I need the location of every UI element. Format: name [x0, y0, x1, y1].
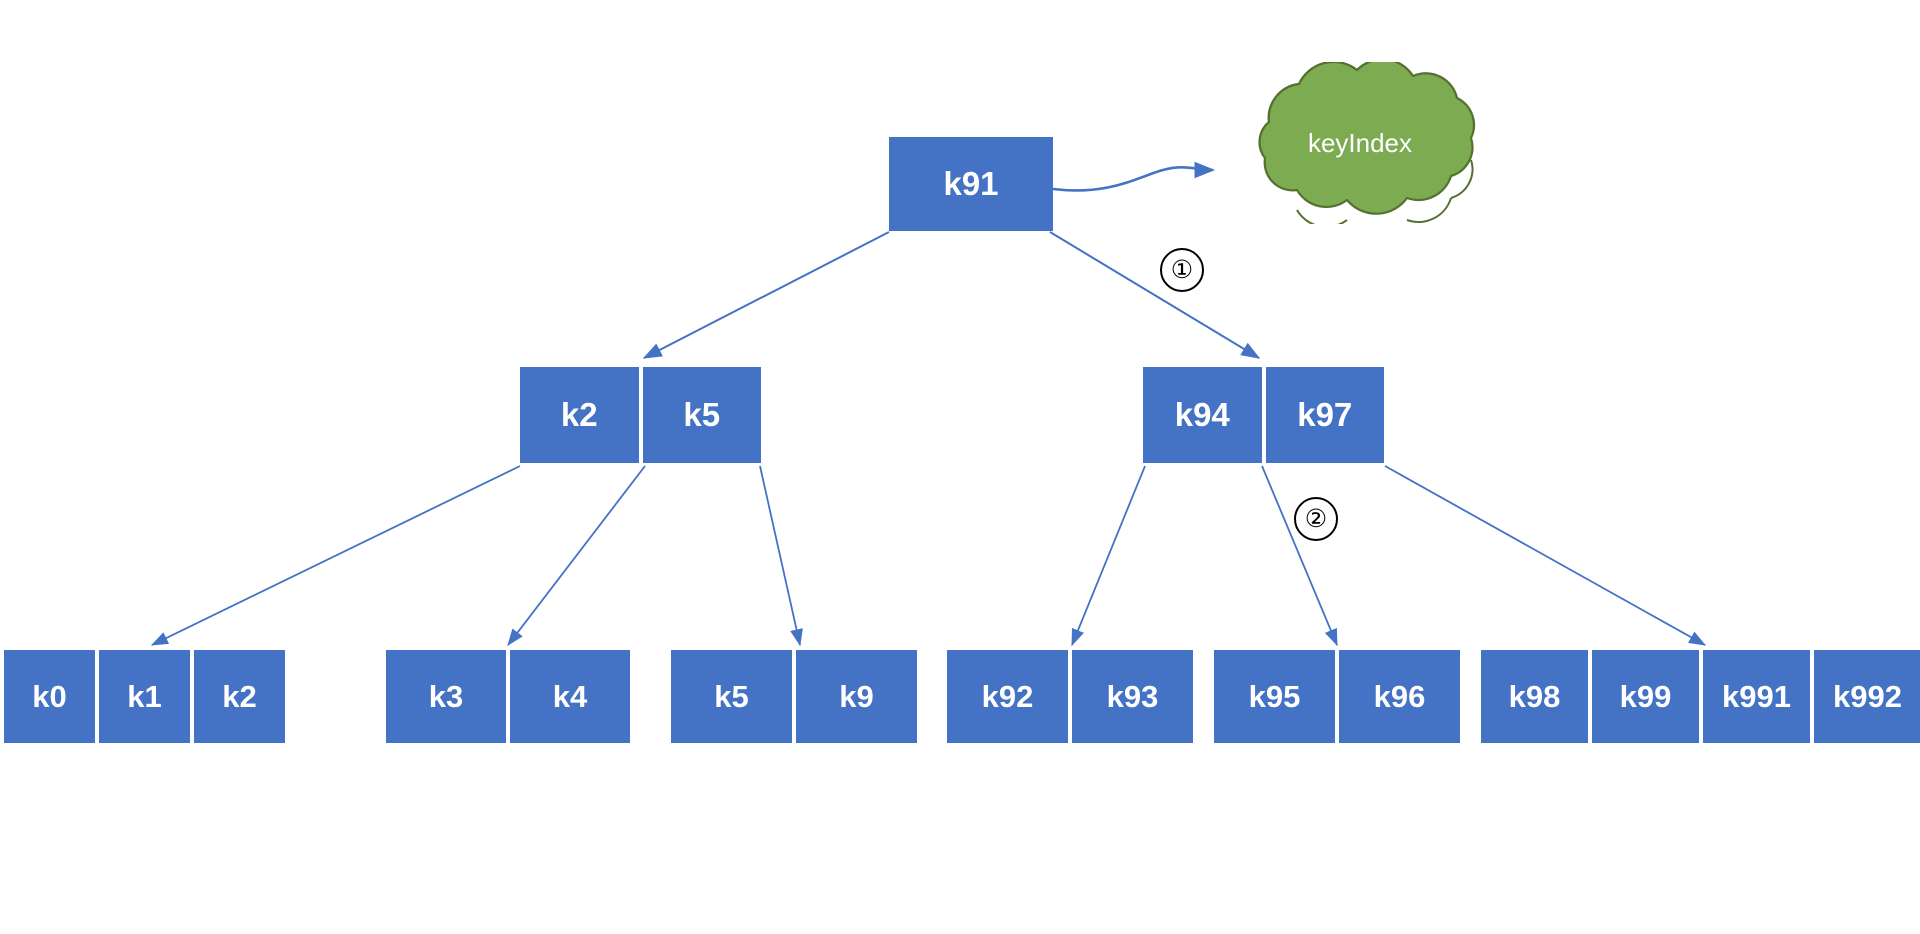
- leaf-node-3[interactable]: k5 k9: [669, 648, 919, 745]
- arrow-left-internal-to-leaf-2: [507, 465, 646, 647]
- step-marker-1: ①: [1160, 248, 1204, 292]
- leaf6-cell-k98[interactable]: k98: [1479, 648, 1590, 745]
- step-marker-2: ②: [1294, 497, 1338, 541]
- arrow-root-to-left-internal: [642, 231, 890, 359]
- internal-right-cell-k97[interactable]: k97: [1263, 365, 1386, 465]
- leaf5-cell-k95[interactable]: k95: [1212, 648, 1337, 745]
- arrow-left-internal-to-leaf-3: [759, 465, 803, 647]
- cloud-shape: [1258, 58, 1476, 228]
- leaf6-cell-k99[interactable]: k99: [1590, 648, 1701, 745]
- internal-left-cell-k5[interactable]: k5: [640, 365, 763, 465]
- leaf-node-4[interactable]: k92 k93: [945, 648, 1195, 745]
- leaf-node-5[interactable]: k95 k96: [1212, 648, 1462, 745]
- leaf1-cell-k2[interactable]: k2: [192, 648, 287, 745]
- internal-node-right[interactable]: k94 k97: [1141, 365, 1386, 465]
- leaf-node-6[interactable]: k98 k99 k991 k992: [1479, 648, 1920, 745]
- leaf6-cell-k991[interactable]: k991: [1701, 648, 1812, 745]
- leaf-node-1[interactable]: k0 k1 k2: [2, 648, 287, 745]
- arrow-left-internal-to-leaf-1: [150, 465, 521, 646]
- leaf3-cell-k9[interactable]: k9: [794, 648, 919, 745]
- keyindex-cloud: keyIndex: [1205, 58, 1515, 228]
- root-cell-k91[interactable]: k91: [889, 137, 1053, 231]
- leaf2-cell-k3[interactable]: k3: [384, 648, 508, 745]
- root-node[interactable]: k91: [889, 137, 1053, 231]
- internal-right-cell-k94[interactable]: k94: [1141, 365, 1264, 465]
- arrow-right-internal-to-leaf-5: [1261, 465, 1338, 647]
- leaf6-cell-k992[interactable]: k992: [1812, 648, 1920, 745]
- internal-left-cell-k2[interactable]: k2: [518, 365, 641, 465]
- leaf5-cell-k96[interactable]: k96: [1337, 648, 1462, 745]
- arrow-right-internal-to-leaf-6: [1384, 465, 1707, 646]
- internal-node-left[interactable]: k2 k5: [518, 365, 763, 465]
- leaf4-cell-k93[interactable]: k93: [1070, 648, 1195, 745]
- leaf1-cell-k1[interactable]: k1: [97, 648, 192, 745]
- leaf1-cell-k0[interactable]: k0: [2, 648, 97, 745]
- arrow-right-internal-to-leaf-4: [1071, 465, 1146, 647]
- leaf3-cell-k5[interactable]: k5: [669, 648, 794, 745]
- leaf4-cell-k92[interactable]: k92: [945, 648, 1070, 745]
- arrow-root-to-keyindex: [1052, 161, 1216, 192]
- leaf2-cell-k4[interactable]: k4: [508, 648, 632, 745]
- arrow-root-to-right-internal: [1049, 231, 1261, 359]
- leaf-node-2[interactable]: k3 k4: [384, 648, 632, 745]
